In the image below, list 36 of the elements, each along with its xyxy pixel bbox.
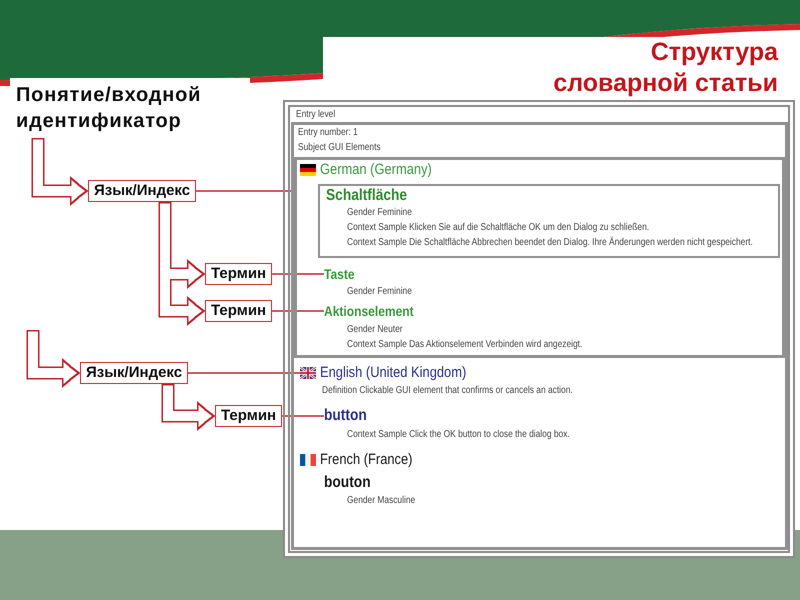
language-heading: German (Germany) <box>320 161 432 179</box>
leader-line <box>272 273 324 275</box>
language-frame <box>294 157 785 358</box>
term-heading: Aktionselement <box>324 302 414 320</box>
field-line: Context Sample Die Schaltfläche Abbrechen beendet den Dialog. Ihre Änderungen werden nicht gespeichert. <box>347 236 753 250</box>
block-arrow <box>26 330 80 388</box>
annotation-label: Термин <box>205 263 272 285</box>
field-line: Gender Neuter <box>347 323 403 337</box>
block-arrow <box>32 138 88 206</box>
term-heading: bouton <box>324 473 371 493</box>
annotation-label: Термин <box>215 405 282 427</box>
field-line: Context Sample Das Aktionselement Verbinden wird angezeigt. <box>347 338 582 352</box>
annotation-label: Термин <box>205 300 272 322</box>
term-heading: Schaltfläche <box>326 186 408 206</box>
field-line: Subject GUI Elements <box>298 141 381 155</box>
slide-title: Структура словарной статьи <box>552 37 778 99</box>
field-line: Gender Feminine <box>347 206 412 220</box>
leader-line <box>272 310 324 312</box>
block-arrow <box>162 384 215 431</box>
language-heading: French (France) <box>320 451 412 469</box>
annotation-label: Язык/Индекс <box>88 180 196 202</box>
field-line: Gender Masculine <box>347 494 416 508</box>
term-heading: button <box>324 406 367 426</box>
annotation-label: Язык/Индекс <box>80 362 188 384</box>
leader-line <box>282 415 324 417</box>
leader-line <box>188 372 300 374</box>
field-line: Context Sample Click the OK button to close the dialog box. <box>347 428 570 442</box>
language-heading: English (United Kingdom) <box>320 364 466 382</box>
term-frame <box>318 184 780 258</box>
field-line: Gender Feminine <box>347 285 412 299</box>
field-line: Definition Clickable GUI element that confirms or cancels an action. <box>322 384 573 398</box>
term-heading: Taste <box>324 265 355 283</box>
leader-line <box>196 190 294 192</box>
field-line: Context Sample Klicken Sie auf die Schaltfläche OK um den Dialog zu schließen. <box>347 221 650 235</box>
field-line: Entry number: 1 <box>298 126 358 140</box>
field-line: Entry level <box>296 108 336 122</box>
